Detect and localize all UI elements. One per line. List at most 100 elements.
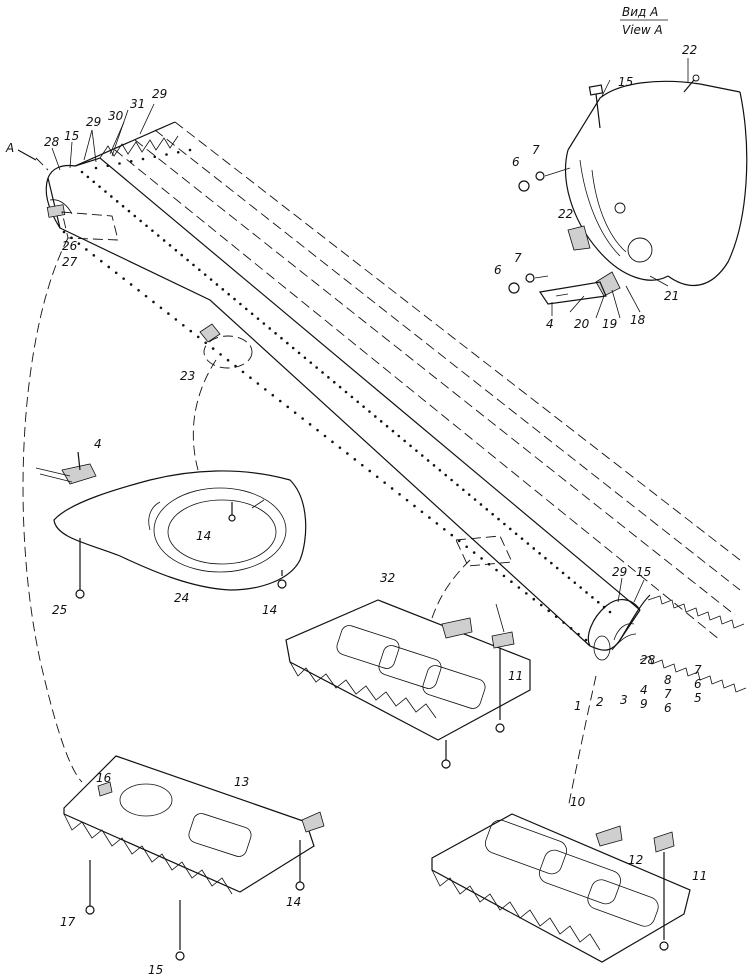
rivet-dot [271, 393, 275, 397]
callout-26: 26 [62, 239, 78, 253]
direction-arrow [17, 149, 37, 161]
callout-12: 12 [628, 853, 643, 867]
rivet-dot [196, 335, 200, 339]
rivet-dot [176, 150, 180, 154]
rivet-dot [110, 195, 113, 198]
callout-6: 6 [512, 155, 520, 169]
callout-16: 16 [96, 771, 112, 785]
rivet-dot [508, 527, 512, 531]
rivet-dot [86, 175, 90, 179]
rivet-dot [315, 366, 318, 369]
rivet-dot [497, 517, 500, 521]
rivet-dot [198, 268, 201, 272]
rivet-dot [415, 449, 418, 452]
rivet-dot [316, 428, 319, 432]
rivet-dot [413, 504, 416, 508]
rivet-dot [409, 444, 412, 448]
rivet-dot [450, 478, 453, 482]
rivet-dot [487, 562, 491, 566]
rivet-dot [462, 488, 465, 492]
rivet-dot [159, 306, 163, 310]
rivet-dot [544, 556, 547, 560]
rivet-dot [227, 292, 230, 296]
rivet-dot [502, 574, 506, 578]
rivet-dot [374, 415, 377, 418]
rivet-dot [286, 341, 289, 345]
rivet-dot [525, 592, 528, 595]
rivet-dot [127, 209, 131, 213]
rivet-dot [137, 288, 140, 292]
rivet-dot [520, 537, 524, 540]
rivet-dot [561, 571, 565, 575]
callout-labels: Вид А View A A 28 15 29 30 31 29 26 27 2… [5, 5, 707, 977]
rivet-dot [303, 356, 307, 360]
rivet-dot [92, 180, 96, 184]
rivet-dot [221, 288, 225, 291]
rivet-dot [85, 248, 88, 251]
rivet-dot [428, 516, 431, 519]
rivet-dot [182, 323, 185, 327]
rivet-dot [379, 420, 383, 423]
rivet-dot [457, 539, 461, 543]
rivet-dot [215, 283, 219, 286]
rivet-dot [485, 508, 489, 511]
rivet-dot [233, 297, 236, 301]
view-a-detail [508, 74, 748, 305]
rivet-dot [309, 361, 313, 364]
rivet-dot [338, 385, 342, 389]
callout-29: 29 [612, 565, 627, 579]
dashed-leaders [22, 157, 597, 809]
rivet-dot [188, 148, 192, 152]
rivet-dot [122, 277, 125, 280]
rivet-dot [569, 627, 573, 630]
rivet-dot [438, 468, 442, 472]
rivet-dot [420, 510, 424, 514]
rivet-dot [562, 621, 565, 624]
rivet-dot [585, 591, 588, 594]
rivet-dot [211, 347, 215, 350]
view-a-subtitle: View A [622, 23, 663, 37]
rivet-dot [280, 336, 283, 340]
rivet-dot [480, 557, 483, 560]
callout-27: 27 [62, 255, 78, 269]
callout-25: 25 [52, 603, 67, 617]
callout-7: 7 [664, 687, 672, 701]
rivet-dot [77, 242, 81, 245]
rivet-dot [121, 204, 125, 208]
rivet-dot [405, 498, 409, 502]
callout-4: 4 [94, 437, 102, 451]
callout-6: 6 [664, 701, 672, 715]
callout-17: 17 [60, 915, 76, 929]
rivet-dot [517, 586, 521, 589]
rivet-dot [532, 547, 536, 550]
rivet-dot [362, 405, 365, 408]
rivet-dot [256, 317, 260, 320]
rivet-dot [189, 329, 193, 333]
rivet-dot [368, 410, 371, 413]
rivet-dot [456, 483, 459, 487]
callout-6: 6 [694, 677, 702, 691]
rivet-dot [250, 312, 254, 316]
callout-21: 21 [664, 289, 679, 303]
rivet-dot [152, 300, 155, 304]
rivet-dot [129, 159, 133, 163]
rivet-dot [391, 429, 395, 433]
rivet-dot [203, 273, 207, 276]
callout-28: 28 [640, 653, 656, 667]
rivet-dot [368, 469, 372, 473]
rivet-dot [577, 632, 580, 636]
rivet-dot [331, 440, 334, 444]
rivet-dot [420, 454, 424, 457]
callout-14: 14 [196, 529, 211, 543]
rivet-dot [360, 463, 364, 467]
rivet-dot [435, 522, 439, 525]
rivet-dot [579, 586, 582, 589]
rivet-dot [262, 322, 266, 325]
rivet-dot [539, 603, 543, 607]
rivet-dot [145, 224, 148, 228]
rivet-dot [286, 405, 290, 409]
callout-14: 14 [286, 895, 301, 909]
callout-30: 30 [108, 109, 124, 123]
rivet-dot [398, 492, 401, 496]
